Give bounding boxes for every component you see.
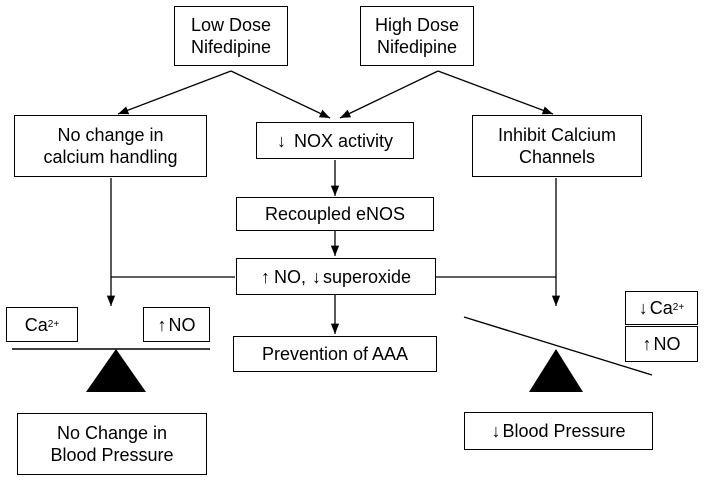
- no-up-arrow: ↑: [260, 266, 270, 287]
- prevention-aaa-label: Prevention of AAA: [261, 344, 409, 364]
- arrow-high-to-inhibit: [437, 70, 554, 115]
- inhibit-calcium-line1: Inhibit Calcium: [497, 125, 617, 145]
- right-no-label: NO: [653, 334, 681, 354]
- high-dose-box: High Dose Nifedipine: [360, 6, 474, 66]
- decrease-bp-label: Blood Pressure: [502, 421, 626, 441]
- nox-label: NOX activity: [293, 130, 394, 151]
- no-superoxide-box: ↑ NO, ↓ superoxide: [236, 258, 436, 295]
- no-change-calcium-line1: No change in: [57, 125, 164, 145]
- no-change-bp-box: No Change in Blood Pressure: [17, 413, 207, 475]
- decrease-bp-box: ↓ Blood Pressure: [464, 412, 653, 450]
- left-ca-label: Ca: [24, 314, 48, 335]
- low-dose-line1: Low Dose: [190, 15, 272, 35]
- no-change-calcium-box: No change in calcium handling: [14, 115, 207, 177]
- superoxide-down-arrow: ↓: [311, 266, 321, 287]
- right-scale-beam: [463, 316, 653, 376]
- nox-down-arrow: ↓: [276, 130, 286, 151]
- left-scale-fulcrum: [86, 349, 146, 392]
- nox-activity-box: ↓ NOX activity: [256, 122, 414, 159]
- left-no-box: ↑ NO: [143, 307, 210, 342]
- arrow-low-to-nox: [230, 70, 331, 119]
- no-label: NO,: [273, 266, 306, 287]
- arrow-high-to-nox: [339, 70, 439, 119]
- right-ca-down-arrow: ↓: [638, 298, 648, 318]
- superoxide-label: superoxide: [322, 266, 412, 287]
- right-no-up-arrow: ↑: [642, 334, 652, 354]
- arrow-low-to-nochange: [117, 70, 232, 115]
- inhibit-calcium-line2: Channels: [518, 147, 596, 167]
- right-ca-label: Ca: [649, 298, 673, 318]
- low-dose-box: Low Dose Nifedipine: [174, 6, 288, 66]
- recoupled-enos-label: Recoupled eNOS: [264, 204, 406, 224]
- no-change-bp-line2: Blood Pressure: [50, 445, 174, 465]
- low-dose-line2: Nifedipine: [190, 37, 272, 57]
- left-no-up-arrow: ↑: [157, 314, 167, 335]
- recoupled-enos-box: Recoupled eNOS: [236, 197, 434, 231]
- high-dose-line2: Nifedipine: [376, 37, 458, 57]
- no-change-bp-line1: No Change in: [56, 423, 168, 443]
- inhibit-calcium-box: Inhibit Calcium Channels: [472, 115, 642, 177]
- left-no-label: NO: [168, 314, 196, 335]
- bp-down-arrow: ↓: [491, 421, 501, 441]
- right-scale-fulcrum: [529, 349, 583, 392]
- prevention-aaa-box: Prevention of AAA: [233, 336, 437, 372]
- no-change-calcium-line2: calcium handling: [43, 147, 178, 167]
- right-no-box: ↑ NO: [625, 326, 698, 362]
- high-dose-line1: High Dose: [374, 15, 460, 35]
